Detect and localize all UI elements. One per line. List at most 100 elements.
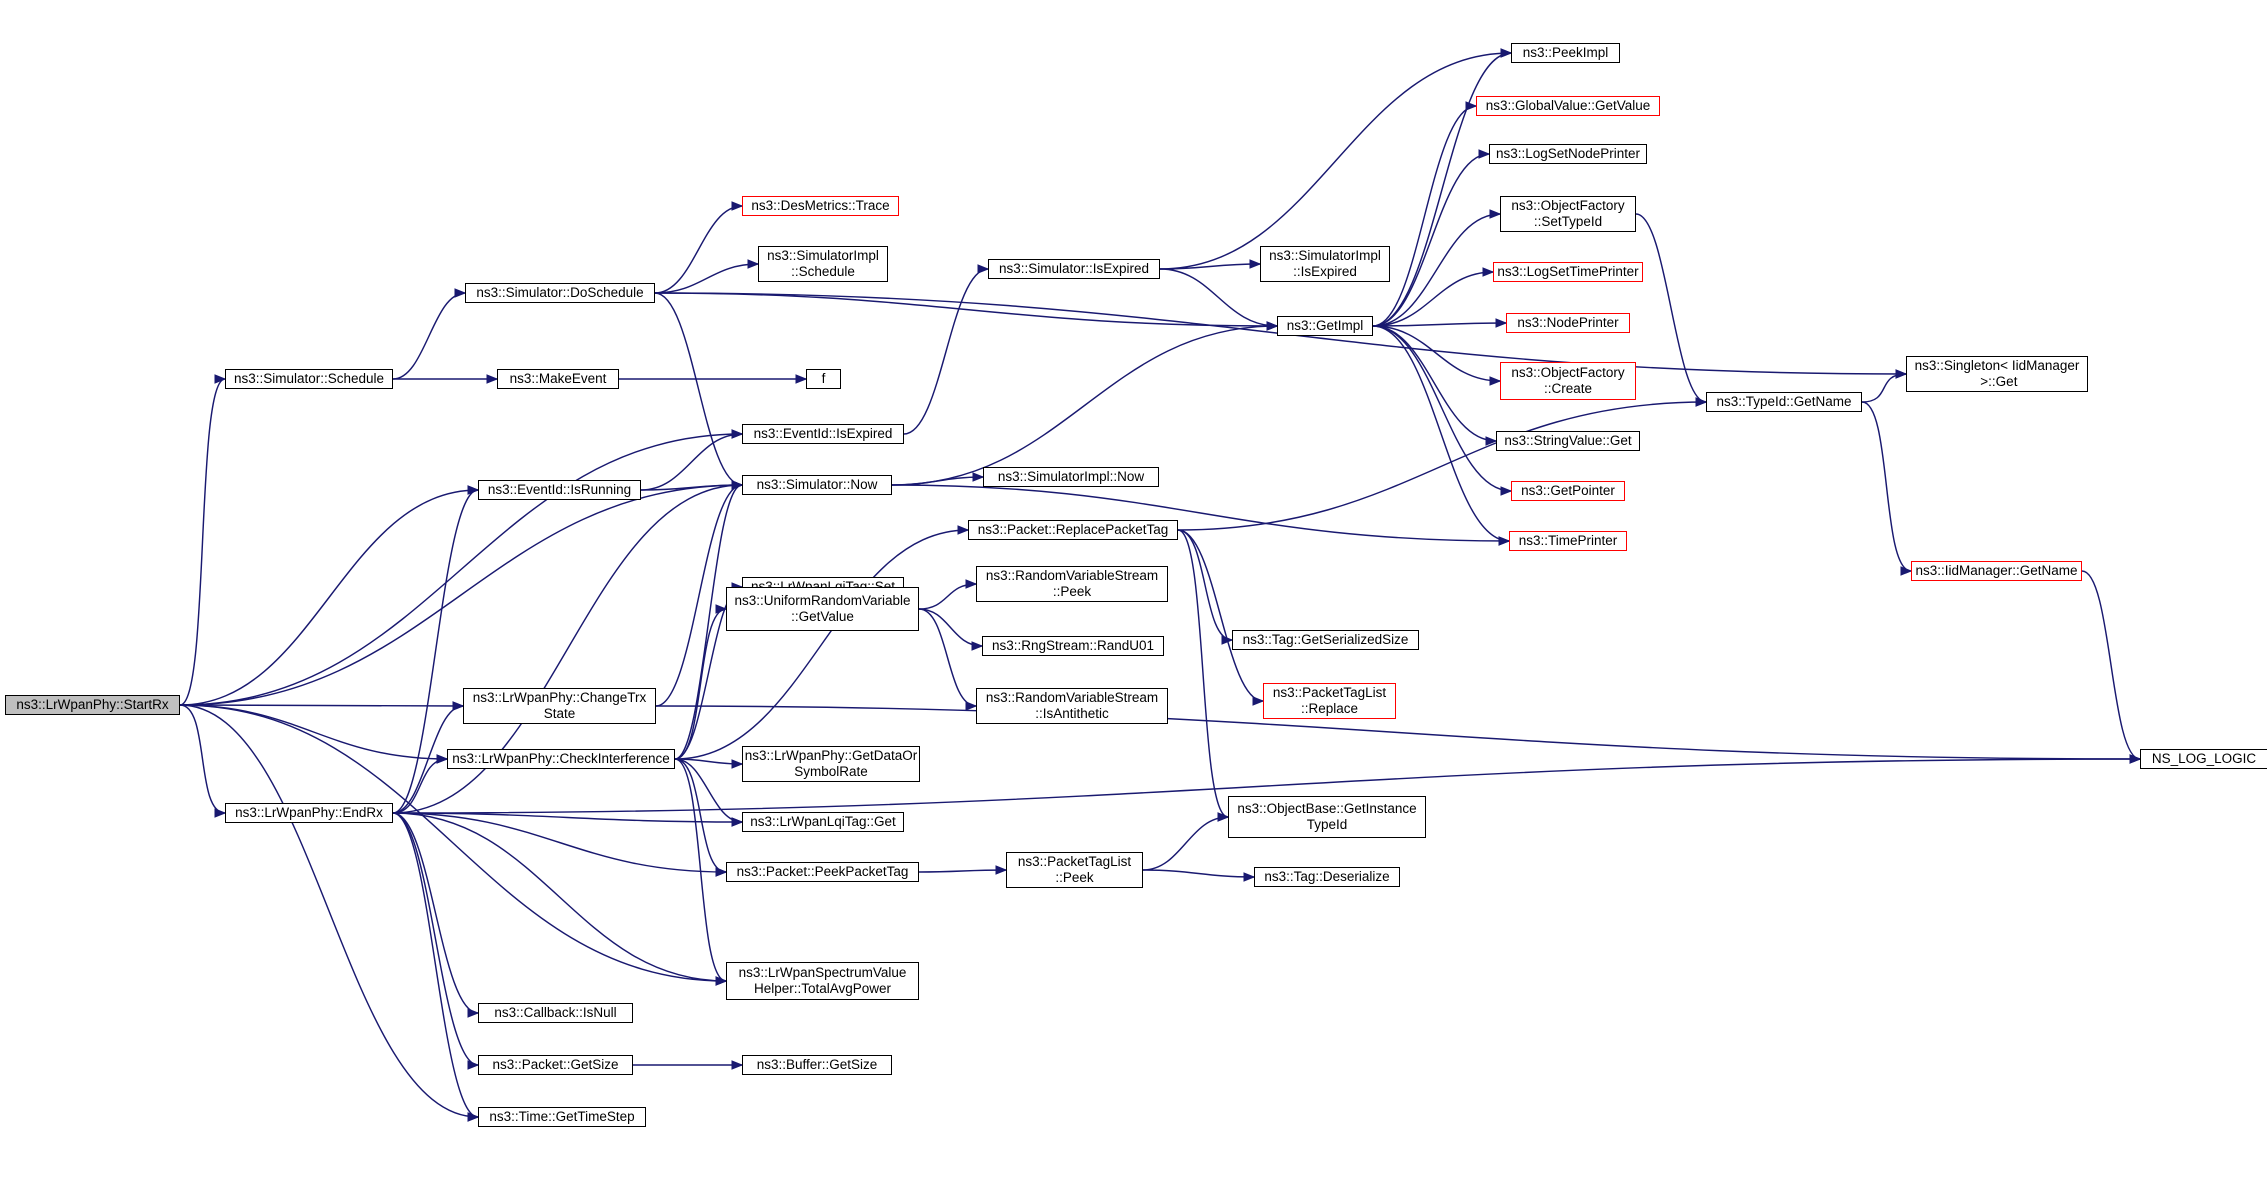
node-ofcreate[interactable]: ns3::ObjectFactory ::Create <box>1500 362 1636 400</box>
edge-arrowhead-getimpl-to-nodeprinter <box>1495 318 1508 328</box>
node-ofsettypeid[interactable]: ns3::ObjectFactory ::SetTypeId <box>1500 196 1636 232</box>
node-logtimeprinter[interactable]: ns3::LogSetTimePrinter <box>1493 262 1643 282</box>
edge-arrowhead-getimpl-to-lognodeprinter <box>1478 149 1491 159</box>
edge-startrx-to-changetrx <box>179 704 464 707</box>
node-strvalget[interactable]: ns3::StringValue::Get <box>1496 431 1640 451</box>
node-changetrx[interactable]: ns3::LrWpanPhy::ChangeTrx State <box>463 688 656 724</box>
node-getpointer[interactable]: ns3::GetPointer <box>1511 481 1625 501</box>
node-f[interactable]: f <box>806 369 841 389</box>
edge-endrx-to-totalavg <box>392 812 727 982</box>
edge-getimpl-to-ofsettypeid <box>1372 213 1501 327</box>
edge-checkint-to-urvget <box>674 608 727 760</box>
node-rvsanti[interactable]: ns3::RandomVariableStream ::IsAntithetic <box>976 688 1168 724</box>
node-nodeprinter[interactable]: ns3::NodePrinter <box>1506 313 1630 333</box>
edge-simnow-to-getimpl <box>891 325 1278 486</box>
edge-arrowhead-isrunning-to-eidisexpired <box>731 429 744 439</box>
edge-endrx-to-gettimestep <box>392 812 479 1118</box>
edge-doschedule-to-implschedule <box>654 263 759 294</box>
node-implnow[interactable]: ns3::SimulatorImpl::Now <box>983 467 1159 487</box>
edge-endrx-to-peekpkttag <box>392 812 727 873</box>
edge-startrx-to-gettimestep <box>179 704 479 1118</box>
node-rvspeek[interactable]: ns3::RandomVariableStream ::Peek <box>976 566 1168 602</box>
node-datarate[interactable]: ns3::LrWpanPhy::GetDataOr SymbolRate <box>742 746 920 782</box>
node-lqiget[interactable]: ns3::LrWpanLqiTag::Get <box>742 812 904 832</box>
edge-arrowhead-endrx-to-checkint <box>436 754 449 764</box>
edge-startrx-to-endrx <box>179 704 226 814</box>
node-simnow[interactable]: ns3::Simulator::Now <box>742 475 892 495</box>
node-tagdeser[interactable]: ns3::Tag::Deserialize <box>1254 867 1400 887</box>
node-totalavg[interactable]: ns3::LrWpanSpectrumValue Helper::TotalAv… <box>726 962 919 1000</box>
edge-arrowhead-endrx-to-pktgetsize <box>467 1060 480 1070</box>
node-schedule[interactable]: ns3::Simulator::Schedule <box>225 369 393 389</box>
node-checkint[interactable]: ns3::LrWpanPhy::CheckInterference <box>447 749 675 769</box>
node-timeprinter[interactable]: ns3::TimePrinter <box>1509 531 1627 551</box>
edge-arrowhead-pktgetsize-to-bufgetsize <box>731 1060 744 1070</box>
edge-arrowhead-doschedule-to-simnow <box>731 480 744 490</box>
edge-getimpl-to-getpointer <box>1372 325 1512 492</box>
node-objbase[interactable]: ns3::ObjectBase::GetInstance TypeId <box>1228 796 1426 838</box>
node-makeevent[interactable]: ns3::MakeEvent <box>497 369 619 389</box>
node-simisexpired[interactable]: ns3::Simulator::IsExpired <box>988 259 1160 279</box>
edge-arrowhead-getimpl-to-ofsettypeid <box>1489 209 1502 219</box>
edge-arrowhead-simnow-to-implnow <box>972 472 985 482</box>
node-typeidgetname[interactable]: ns3::TypeId::GetName <box>1706 392 1862 412</box>
edge-arrowhead-eidisexpired-to-simisexpired <box>977 264 990 274</box>
node-ptlreplace[interactable]: ns3::PacketTagList ::Replace <box>1263 683 1396 719</box>
edge-arrowhead-iidgetname-to-nslog <box>2129 754 2142 764</box>
node-replacetag[interactable]: ns3::Packet::ReplacePacketTag <box>968 520 1178 540</box>
edge-arrowhead-getimpl-to-logtimeprinter <box>1482 267 1495 277</box>
node-getimpl[interactable]: ns3::GetImpl <box>1277 316 1373 336</box>
node-peekimpl[interactable]: ns3::PeekImpl <box>1511 43 1620 63</box>
node-eidisexpired[interactable]: ns3::EventId::IsExpired <box>742 424 904 444</box>
node-isnull[interactable]: ns3::Callback::IsNull <box>478 1003 633 1023</box>
edge-arrowhead-checkint-to-lqiget <box>731 817 744 827</box>
edge-checkint-to-totalavg <box>674 758 727 982</box>
node-implschedule[interactable]: ns3::SimulatorImpl ::Schedule <box>758 246 888 282</box>
node-ptlpeek[interactable]: ns3::PacketTagList ::Peek <box>1006 852 1143 888</box>
edge-arrowhead-doschedule-to-destrace <box>731 201 744 211</box>
edge-arrowhead-simisexpired-to-implisexpired <box>1249 259 1262 269</box>
edge-arrowhead-ptlpeek-to-tagdeser <box>1243 872 1256 882</box>
node-startrx: ns3::LrWpanPhy::StartRx <box>5 695 180 715</box>
node-implisexpired[interactable]: ns3::SimulatorImpl ::IsExpired <box>1260 246 1390 282</box>
edge-simisexpired-to-implisexpired <box>1159 263 1261 270</box>
edge-arrowhead-getimpl-to-ofcreate <box>1489 376 1502 386</box>
node-singleton[interactable]: ns3::Singleton< IidManager >::Get <box>1906 356 2088 392</box>
edge-replacetag-to-typeidgetname <box>1177 401 1707 531</box>
edge-eidisexpired-to-simisexpired <box>903 268 989 435</box>
node-randu01[interactable]: ns3::RngStream::RandU01 <box>982 636 1164 656</box>
edge-iidgetname-to-nslog <box>2081 570 2141 760</box>
node-destrace[interactable]: ns3::DesMetrics::Trace <box>742 196 899 216</box>
node-bufgetsize[interactable]: ns3::Buffer::GetSize <box>742 1055 892 1075</box>
edge-arrowhead-schedule-to-makeevent <box>486 374 499 384</box>
edge-doschedule-to-simnow <box>654 292 743 486</box>
edge-arrowhead-urvget-to-rvsanti <box>965 701 978 711</box>
edge-getimpl-to-ofcreate <box>1372 325 1501 382</box>
edge-startrx-to-simnow <box>179 484 743 706</box>
node-nslog[interactable]: NS_LOG_LOGIC <box>2140 749 2267 769</box>
node-iidgetname[interactable]: ns3::IidManager::GetName <box>1911 561 2082 581</box>
edge-simisexpired-to-peekimpl <box>1159 52 1512 270</box>
edge-getimpl-to-peekimpl <box>1372 52 1512 327</box>
edge-arrowhead-endrx-to-gettimestep <box>467 1112 480 1122</box>
node-endrx[interactable]: ns3::LrWpanPhy::EndRx <box>225 803 393 823</box>
node-tagserial[interactable]: ns3::Tag::GetSerializedSize <box>1232 630 1419 650</box>
node-lognodeprinter[interactable]: ns3::LogSetNodePrinter <box>1489 144 1647 164</box>
node-peekpkttag[interactable]: ns3::Packet::PeekPacketTag <box>726 862 919 882</box>
edge-arrowhead-makeevent-to-f <box>795 374 808 384</box>
node-gvgetvalue[interactable]: ns3::GlobalValue::GetValue <box>1476 96 1660 116</box>
edge-endrx-to-nslog <box>392 758 2141 814</box>
edge-urvget-to-randu01 <box>918 608 983 647</box>
edge-typeidgetname-to-singleton <box>1861 373 1907 403</box>
node-doschedule[interactable]: ns3::Simulator::DoSchedule <box>465 283 655 303</box>
edge-simnow-to-timeprinter <box>891 484 1510 542</box>
node-isrunning[interactable]: ns3::EventId::IsRunning <box>478 480 641 500</box>
edge-arrowhead-checkint-to-totalavg <box>715 976 728 986</box>
node-urvget[interactable]: ns3::UniformRandomVariable ::GetValue <box>726 587 919 631</box>
edge-getimpl-to-timeprinter <box>1372 325 1510 542</box>
node-pktgetsize[interactable]: ns3::Packet::GetSize <box>478 1055 633 1075</box>
node-gettimestep[interactable]: ns3::Time::GetTimeStep <box>478 1107 646 1127</box>
edge-arrowhead-peekpkttag-to-ptlpeek <box>995 865 1008 875</box>
edge-endrx-to-isrunning <box>392 489 479 814</box>
